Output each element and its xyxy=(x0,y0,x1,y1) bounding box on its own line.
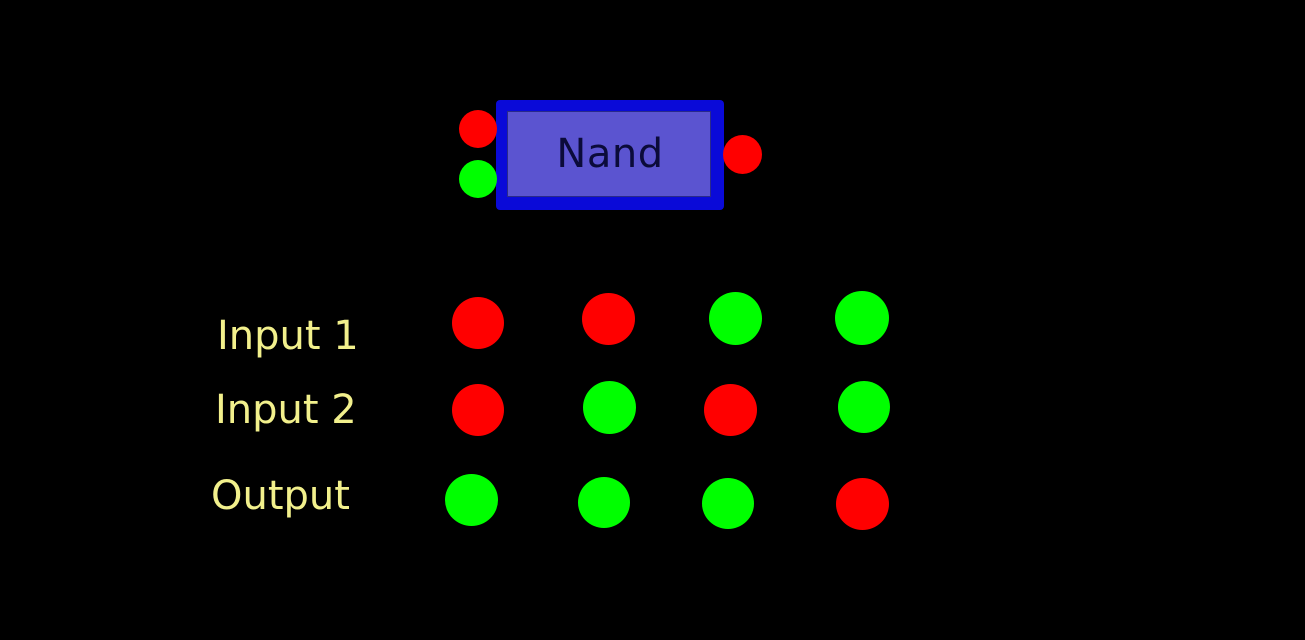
input-1-state-3 xyxy=(709,292,762,345)
nand-gate-body: Nand xyxy=(507,111,711,197)
input-2-state-1 xyxy=(452,384,504,436)
output-state-1 xyxy=(445,474,498,526)
input-2-state-3 xyxy=(704,384,757,436)
input-2-label: Input 2 xyxy=(215,387,357,433)
input-1-state-2 xyxy=(582,293,635,345)
gate-input-1-pin[interactable] xyxy=(459,110,497,148)
gate-label: Nand xyxy=(556,131,664,177)
input-1-state-1 xyxy=(452,297,504,349)
input-1-label: Input 1 xyxy=(217,313,359,359)
output-state-3 xyxy=(702,478,754,529)
input-2-state-2 xyxy=(583,381,636,434)
nand-gate[interactable]: Nand xyxy=(496,100,724,210)
input-2-state-4 xyxy=(838,381,890,433)
output-state-2 xyxy=(578,477,630,528)
input-1-state-4 xyxy=(835,291,889,345)
output-state-4 xyxy=(836,478,889,530)
output-label: Output xyxy=(211,473,350,519)
gate-input-2-pin[interactable] xyxy=(459,160,497,198)
gate-output-pin[interactable] xyxy=(723,135,762,174)
